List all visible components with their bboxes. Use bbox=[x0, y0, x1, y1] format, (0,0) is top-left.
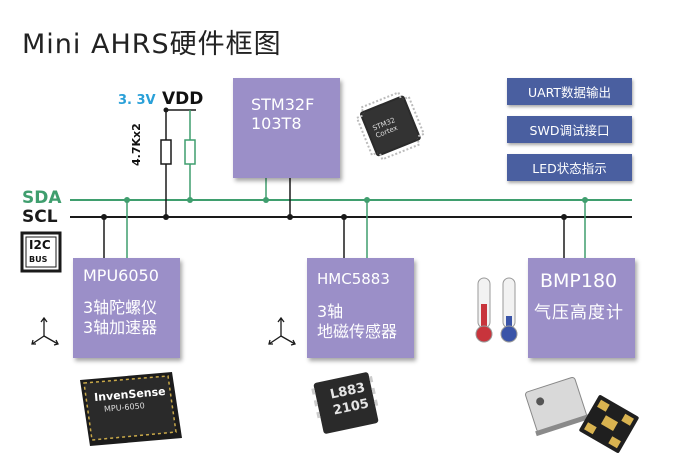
feature-swd: SWD调试接口 bbox=[507, 116, 632, 143]
diagram-title: Mini AHRS硬件框图 bbox=[22, 29, 282, 60]
stm32-chip-icon bbox=[355, 91, 426, 161]
feature-led: LED状态指示 bbox=[507, 154, 632, 181]
i2c-logo-subtext: BUS bbox=[29, 255, 48, 264]
mpu6050-name: MPU6050 bbox=[83, 266, 159, 285]
junction-dot bbox=[163, 214, 169, 220]
bmp180-line1: 气压高度计 bbox=[534, 303, 624, 323]
junction-dot bbox=[341, 214, 347, 220]
junction-dot bbox=[163, 107, 169, 113]
bmp180-name: BMP180 bbox=[540, 270, 618, 292]
hmc5883-name: HMC5883 bbox=[317, 270, 390, 288]
bmp180-chip-icon-top bbox=[525, 376, 590, 437]
junction-dot bbox=[561, 214, 567, 220]
mcu-line2: 103T8 bbox=[251, 114, 302, 133]
i2c-bus-logo-icon bbox=[20, 231, 62, 273]
feature-uart: UART数据输出 bbox=[507, 78, 632, 105]
scl-label: SCL bbox=[22, 207, 58, 227]
junction-dot bbox=[124, 197, 130, 203]
junction-dot bbox=[364, 197, 370, 203]
voltage-label: 3. 3V bbox=[118, 93, 156, 108]
junction-dot bbox=[582, 197, 588, 203]
pullup-label: 4.7Kx2 bbox=[130, 123, 143, 166]
mpu6050-chip-icon bbox=[80, 372, 182, 446]
mcu-box: STM32F 103T8 bbox=[233, 78, 340, 178]
junction-dots-sda bbox=[124, 197, 588, 203]
i2c-logo-text: I2C bbox=[29, 238, 51, 252]
mpu6050-line2: 3轴加速器 bbox=[83, 318, 158, 337]
hmc5883-line1: 3轴 bbox=[317, 302, 344, 321]
bmp180-box: BMP180 气压高度计 bbox=[528, 258, 635, 358]
mpu6050-box: MPU6050 3轴陀螺仪 3轴加速器 bbox=[73, 258, 180, 358]
hmc5883-box: HMC5883 3轴 地磁传感器 bbox=[307, 258, 414, 358]
mpu6050-line1: 3轴陀螺仪 bbox=[83, 298, 158, 317]
junction-dot bbox=[263, 197, 269, 203]
junction-dot bbox=[187, 197, 193, 203]
sda-label: SDA bbox=[22, 188, 62, 208]
thermometer-cold-icon bbox=[500, 277, 518, 343]
axes-icon-mpu bbox=[31, 316, 59, 346]
junction-dot bbox=[287, 214, 293, 220]
pullup-resistor-sda bbox=[184, 139, 196, 165]
vdd-label: VDD bbox=[162, 89, 204, 109]
pullup-resistor-scl bbox=[160, 139, 172, 165]
hmc5883-chip-icon bbox=[311, 372, 379, 434]
bmp180-chip-icon-bottom bbox=[579, 395, 639, 453]
hmc5883-line2: 地磁传感器 bbox=[317, 322, 398, 341]
thermometer-hot-icon bbox=[475, 277, 493, 343]
junction-dot bbox=[101, 214, 107, 220]
junction-dots bbox=[101, 107, 567, 220]
mcu-line1: STM32F bbox=[251, 95, 315, 114]
axes-icon-hmc bbox=[268, 316, 296, 346]
